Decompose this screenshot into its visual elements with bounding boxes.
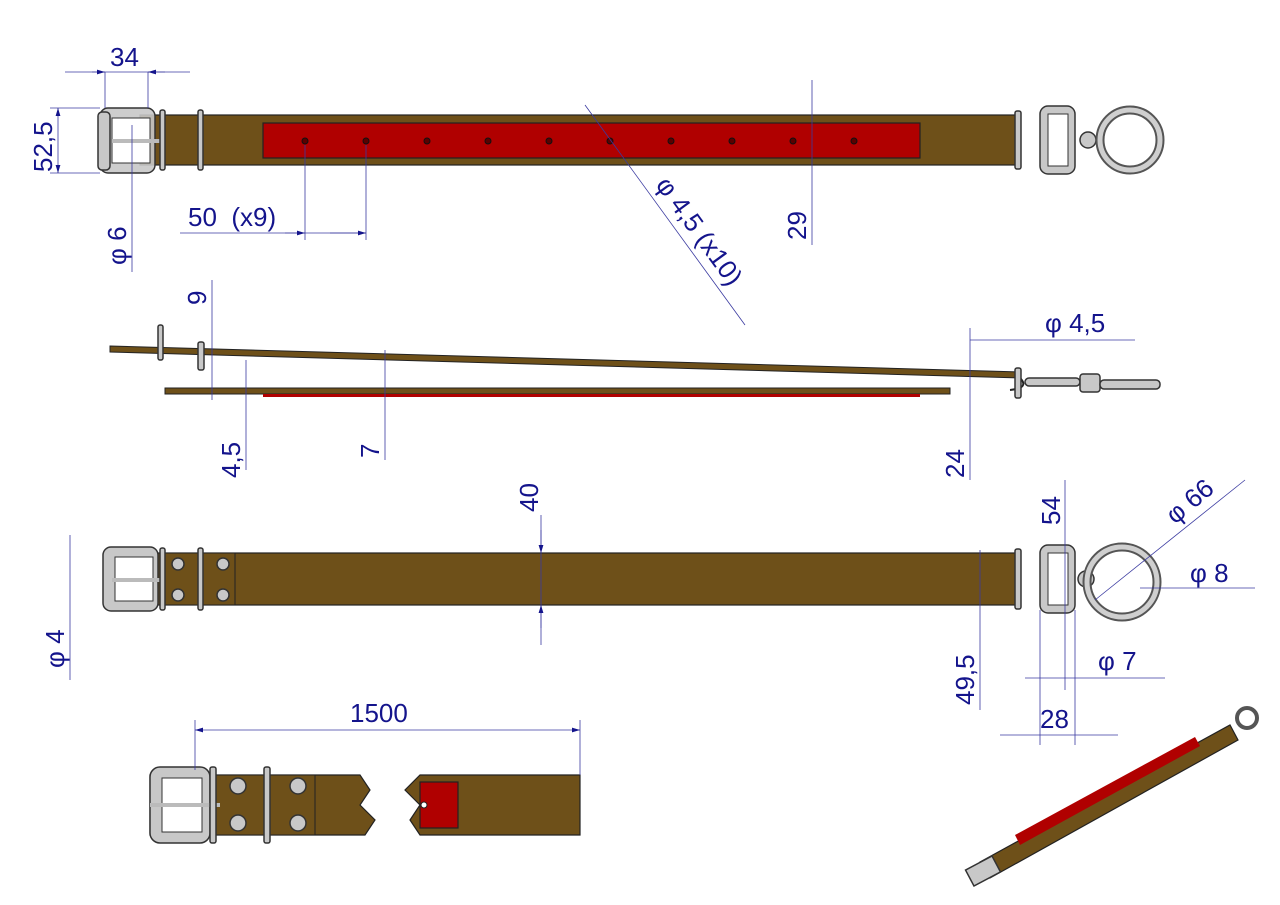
dim-end-gap: 24 <box>940 449 970 478</box>
dim-buckle-width: 34 <box>110 42 139 72</box>
isometric-view <box>964 706 1259 888</box>
detail-view: 1500 <box>149 698 581 844</box>
dim-belt-width: 40 <box>514 483 544 512</box>
top-view: 34 52,5 φ 6 50 (x9) φ 4,5 (x10) 29 <box>28 42 1165 326</box>
dim-loop-diameter: φ 4,5 <box>1045 308 1105 338</box>
dim-dring-wire: φ 7 <box>1098 646 1137 676</box>
keeper <box>159 109 166 171</box>
dim-dring-depth: 28 <box>1040 704 1069 734</box>
hole <box>423 137 431 145</box>
loop <box>1014 110 1022 170</box>
dim-ring-wire: φ 8 <box>1190 558 1229 588</box>
hole <box>667 137 675 145</box>
dim-total-thickness: 7 <box>355 444 385 458</box>
hole <box>301 137 309 145</box>
front-view: φ 4 40 49,5 54 φ 66 φ 8 φ 7 28 <box>40 473 1255 745</box>
dim-buckle-height: 52,5 <box>28 121 58 172</box>
dim-dring-height: 54 <box>1036 496 1066 525</box>
hole <box>545 137 553 145</box>
keeper <box>197 109 204 171</box>
dim-ring-diameter: φ 66 <box>1160 473 1220 530</box>
hole <box>850 137 858 145</box>
dim-hole-spacing: 50 (x9) <box>188 202 276 232</box>
holes <box>301 137 858 145</box>
dim-strap-thickness: 4,5 <box>216 442 246 478</box>
dim-keeper-thickness: 9 <box>182 291 212 305</box>
hole <box>606 137 614 145</box>
hole <box>789 137 797 145</box>
dim-patch-width: 29 <box>782 211 812 240</box>
dim-end-width: 49,5 <box>950 654 980 705</box>
dim-hole-diameter: φ 4,5 (x10) <box>650 171 749 291</box>
dim-length: 1500 <box>350 698 408 728</box>
red-patch <box>262 122 921 159</box>
hole <box>362 137 370 145</box>
dim-pin-diameter: φ 6 <box>102 226 132 265</box>
hole <box>484 137 492 145</box>
dim-rivet-diameter: φ 4 <box>40 629 70 668</box>
hole <box>728 137 736 145</box>
side-view: 9 4,5 7 24 φ 4,5 <box>109 280 1161 480</box>
